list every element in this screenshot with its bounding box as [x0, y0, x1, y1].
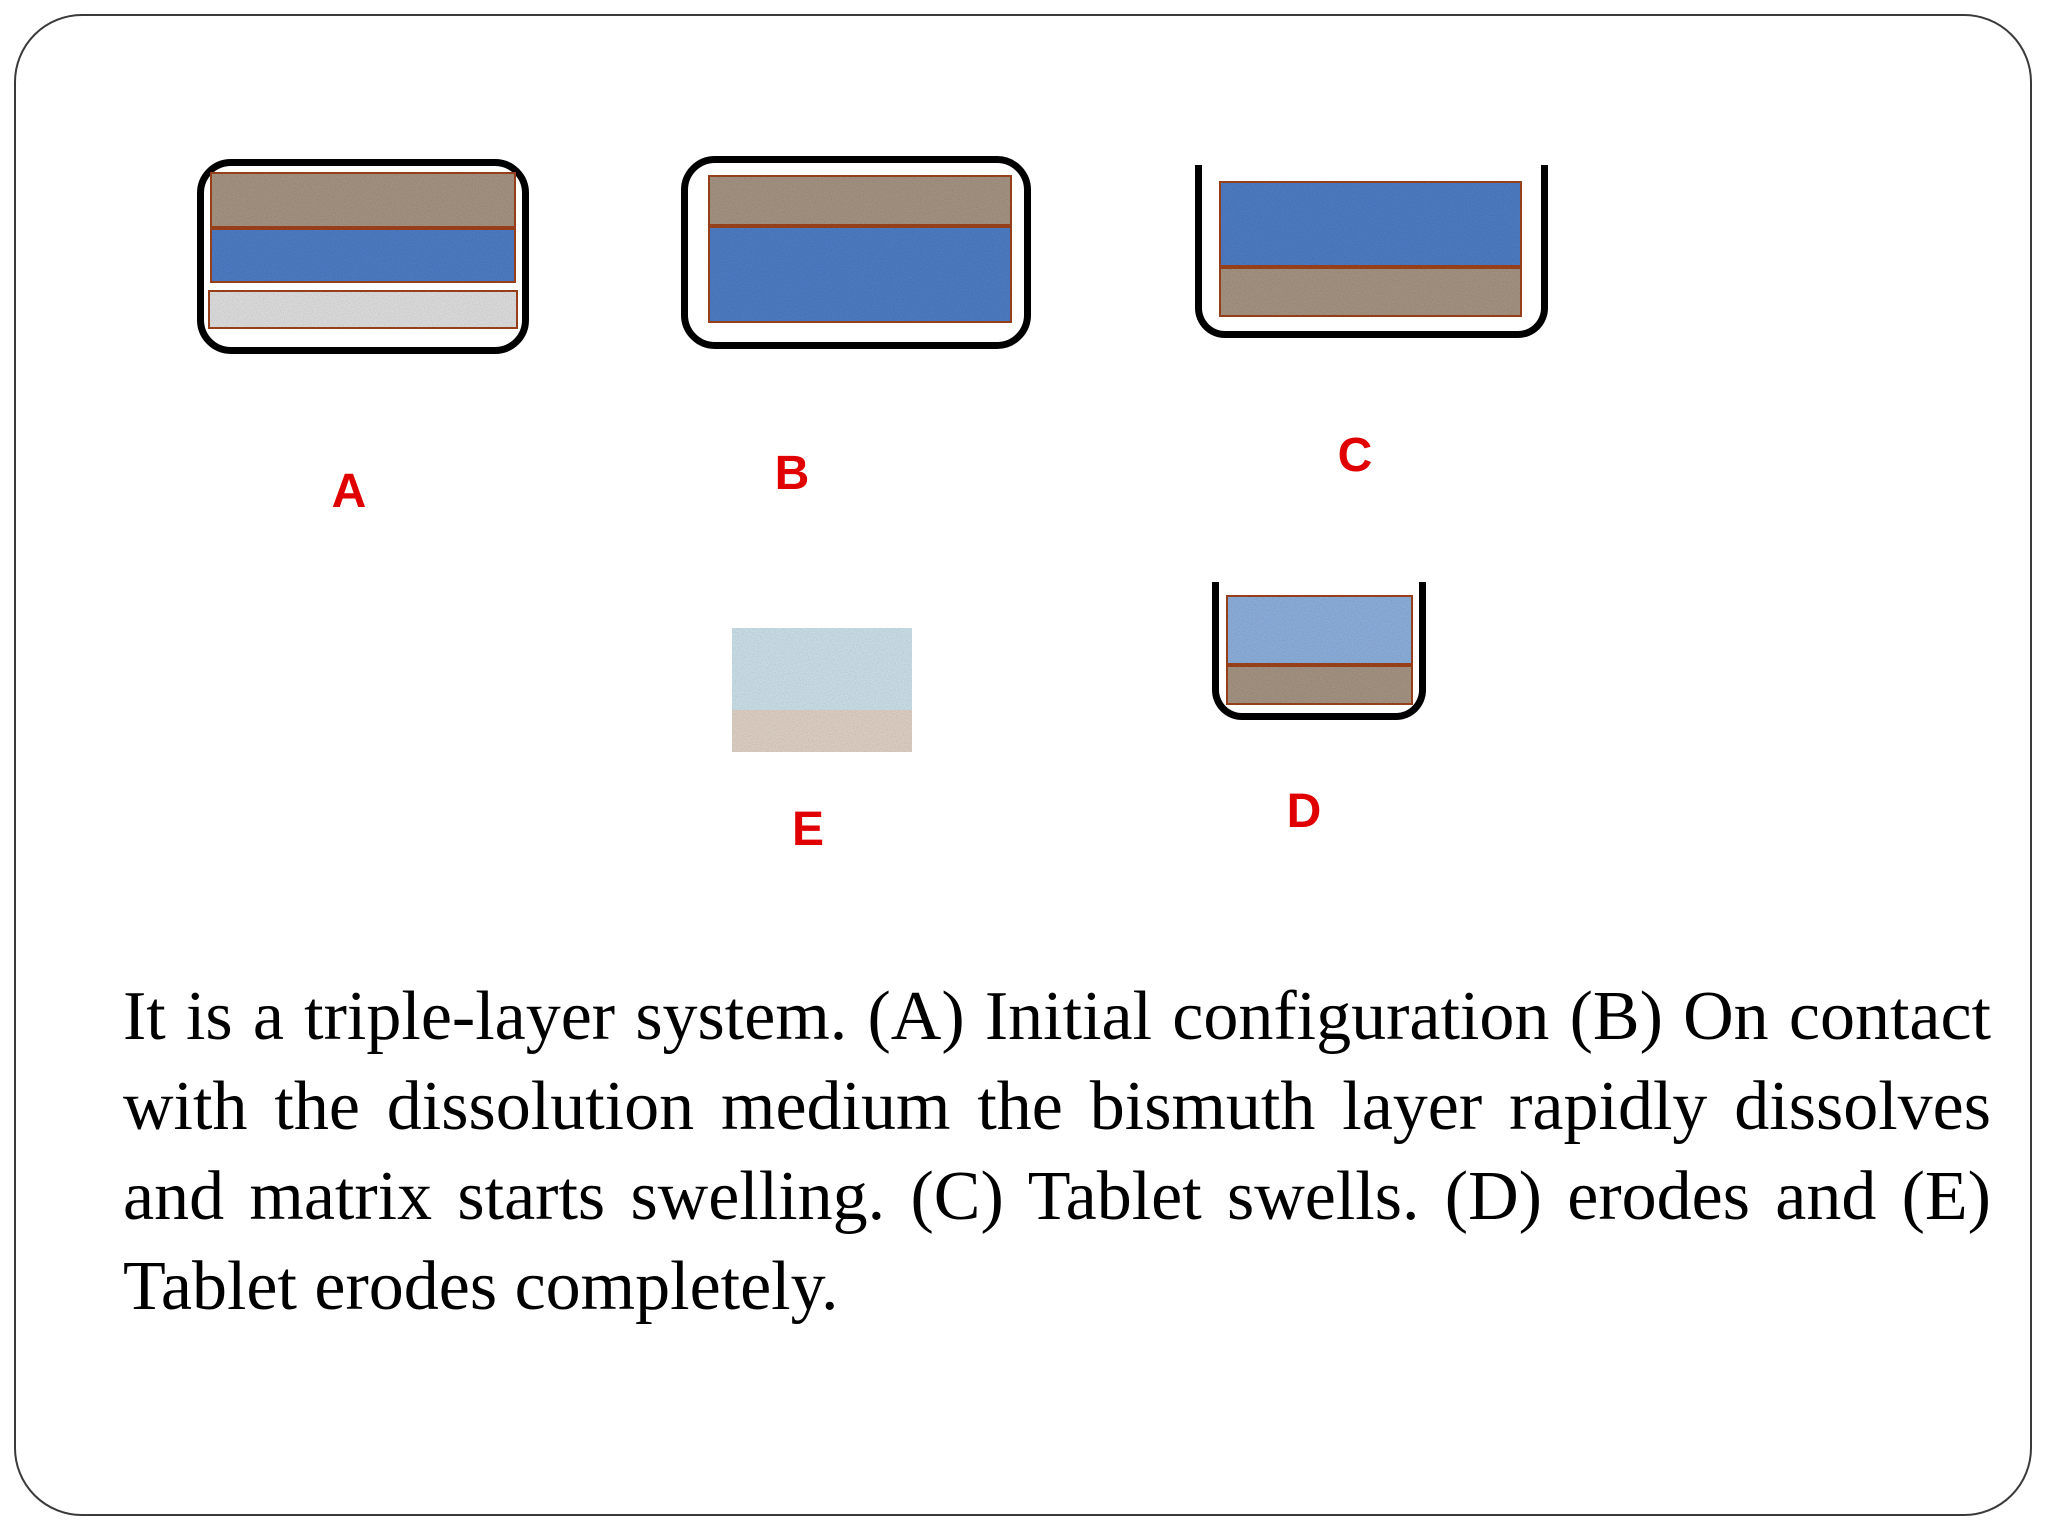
- caption: It is a triple-layer system. (A) Initial…: [123, 978, 1991, 1325]
- tablet-d-matrix-layer: [1226, 595, 1413, 665]
- tablet-e-matrix-remnant: [732, 628, 912, 710]
- tablet-c-matrix-layer: [1219, 181, 1522, 267]
- tablet-e-granite-remnant: [732, 710, 912, 752]
- slide-frame: A B C D E It is a triple-layer system. (…: [14, 14, 2032, 1516]
- tablet-d: [1212, 582, 1426, 720]
- tablet-c-granite-layer: [1219, 267, 1522, 317]
- tablet-a: [197, 159, 529, 354]
- label-c: C: [1337, 429, 1373, 482]
- tablet-d-granite-layer: [1226, 665, 1413, 705]
- tablet-c: [1195, 165, 1548, 338]
- label-d: D: [1286, 785, 1322, 838]
- tablet-b: [681, 156, 1031, 349]
- label-a: A: [331, 465, 367, 518]
- tablet-b-matrix-layer: [708, 226, 1012, 323]
- label-b: B: [774, 447, 810, 500]
- tablet-a-granite-layer: [210, 172, 516, 228]
- tablet-e: [732, 628, 912, 752]
- label-e: E: [791, 803, 825, 856]
- tablet-a-matrix-layer: [210, 228, 516, 283]
- tablet-b-granite-layer: [708, 175, 1012, 226]
- tablet-a-bismuth-layer: [208, 290, 518, 329]
